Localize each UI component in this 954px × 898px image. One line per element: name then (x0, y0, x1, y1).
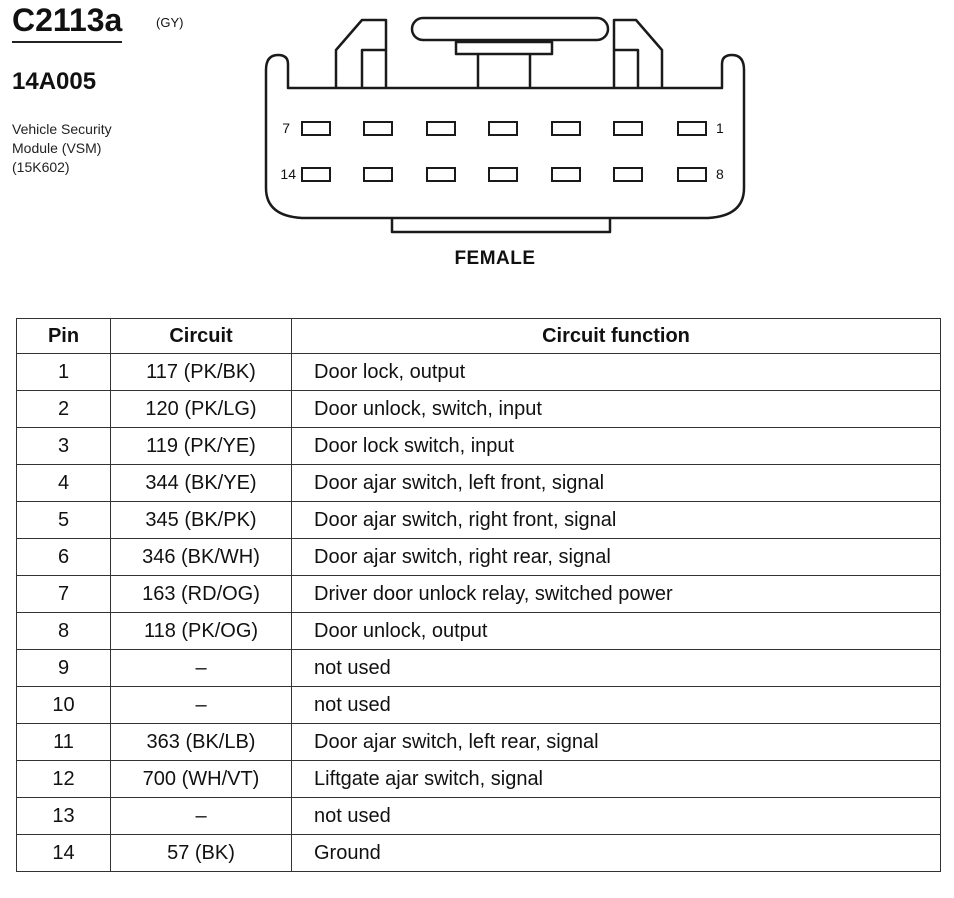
circuit-function-cell: not used (291, 686, 941, 724)
pin-cell: 13 (16, 797, 111, 835)
circuit-cell: 363 (BK/LB) (110, 723, 292, 761)
module-line: (15K602) (12, 159, 70, 175)
pin-label-top-left: 7 (282, 120, 290, 136)
connector-face-diagram: 7 1 14 8 (264, 16, 746, 234)
pin-cavity (551, 121, 581, 136)
pin-cavity (301, 121, 331, 136)
circuit-function-cell: Door ajar switch, left front, signal (291, 464, 941, 502)
circuit-function-cell: Door ajar switch, left rear, signal (291, 723, 941, 761)
pin-cavity (301, 167, 331, 182)
circuit-function-cell: Liftgate ajar switch, signal (291, 760, 941, 798)
pin-cavity (426, 121, 456, 136)
left-latch-inner (360, 48, 386, 88)
circuit-cell: 57 (BK) (110, 834, 292, 872)
pin-cell: 12 (16, 760, 111, 798)
circuit-cell: – (110, 649, 292, 687)
circuit-function-cell: Door lock switch, input (291, 427, 941, 465)
left-latch (334, 18, 388, 88)
pin-cell: 14 (16, 834, 111, 872)
center-key-block (476, 54, 532, 88)
pin-cavity (677, 121, 707, 136)
circuit-cell: 700 (WH/VT) (110, 760, 292, 798)
pin-cell: 6 (16, 538, 111, 576)
circuit-cell: – (110, 797, 292, 835)
pin-cell: 11 (16, 723, 111, 761)
header-circuit-function: Circuit function (291, 318, 941, 354)
circuit-cell: 120 (PK/LG) (110, 390, 292, 428)
pin-label-top-right: 1 (716, 120, 724, 136)
pin-label-bottom-right: 8 (716, 166, 724, 182)
circuit-function-cell: Door ajar switch, right rear, signal (291, 538, 941, 576)
header-circuit: Circuit (110, 318, 292, 354)
circuit-function-cell: Door ajar switch, right front, signal (291, 501, 941, 539)
pin-cell: 7 (16, 575, 111, 613)
connector-gender-label: FEMALE (454, 248, 536, 269)
circuit-cell: 346 (BK/WH) (110, 538, 292, 576)
circuit-function-cell: Ground (291, 834, 941, 872)
header-pin: Pin (16, 318, 111, 354)
pin-cell: 8 (16, 612, 111, 650)
pin-cavity (488, 167, 518, 182)
circuit-cell: 163 (RD/OG) (110, 575, 292, 613)
circuit-cell: 345 (BK/PK) (110, 501, 292, 539)
pin-cell: 3 (16, 427, 111, 465)
center-key-tab (454, 40, 554, 56)
circuit-function-cell: Door lock, output (291, 353, 941, 391)
module-description: Vehicle Security Module (VSM) (15K602) (12, 120, 182, 177)
circuit-function-cell: Door unlock, output (291, 612, 941, 650)
circuit-cell: 117 (PK/BK) (110, 353, 292, 391)
circuit-function-cell: Door unlock, switch, input (291, 390, 941, 428)
pin-cell: 1 (16, 353, 111, 391)
circuit-function-cell: not used (291, 649, 941, 687)
connector-color: (GY) (156, 15, 184, 30)
center-key-bar (410, 16, 610, 42)
part-number: 14A005 (12, 68, 97, 95)
connector-housing-outline (264, 53, 746, 220)
pin-cavity (488, 121, 518, 136)
pin-cavity (551, 167, 581, 182)
pin-cell: 4 (16, 464, 111, 502)
pin-cavity (613, 167, 643, 182)
right-latch (612, 18, 664, 88)
pin-cavity (363, 121, 393, 136)
pin-cell: 10 (16, 686, 111, 724)
pin-cavity (677, 167, 707, 182)
module-line: Module (VSM) (12, 140, 102, 156)
circuit-cell: 118 (PK/OG) (110, 612, 292, 650)
circuit-cell: 344 (BK/YE) (110, 464, 292, 502)
pin-label-bottom-left: 14 (280, 166, 296, 182)
right-latch-inner (614, 48, 640, 88)
circuit-function-cell: Driver door unlock relay, switched power (291, 575, 941, 613)
connector-id: C2113a (12, 4, 123, 43)
circuit-cell: 119 (PK/YE) (110, 427, 292, 465)
module-line: Vehicle Security (12, 121, 112, 137)
pin-cell: 5 (16, 501, 111, 539)
table-row: 13–not used (16, 797, 941, 835)
pin-cavity (363, 167, 393, 182)
bottom-skirt (390, 218, 612, 234)
pin-cell: 9 (16, 649, 111, 687)
circuit-function-cell: not used (291, 797, 941, 835)
table-row: 9–not used (16, 649, 941, 687)
pin-cell: 2 (16, 390, 111, 428)
circuit-cell: – (110, 686, 292, 724)
table-header-row: Pin Circuit Circuit function (16, 318, 941, 354)
pin-cavity (613, 121, 643, 136)
table-row: 10–not used (16, 686, 941, 724)
pin-cavity (426, 167, 456, 182)
